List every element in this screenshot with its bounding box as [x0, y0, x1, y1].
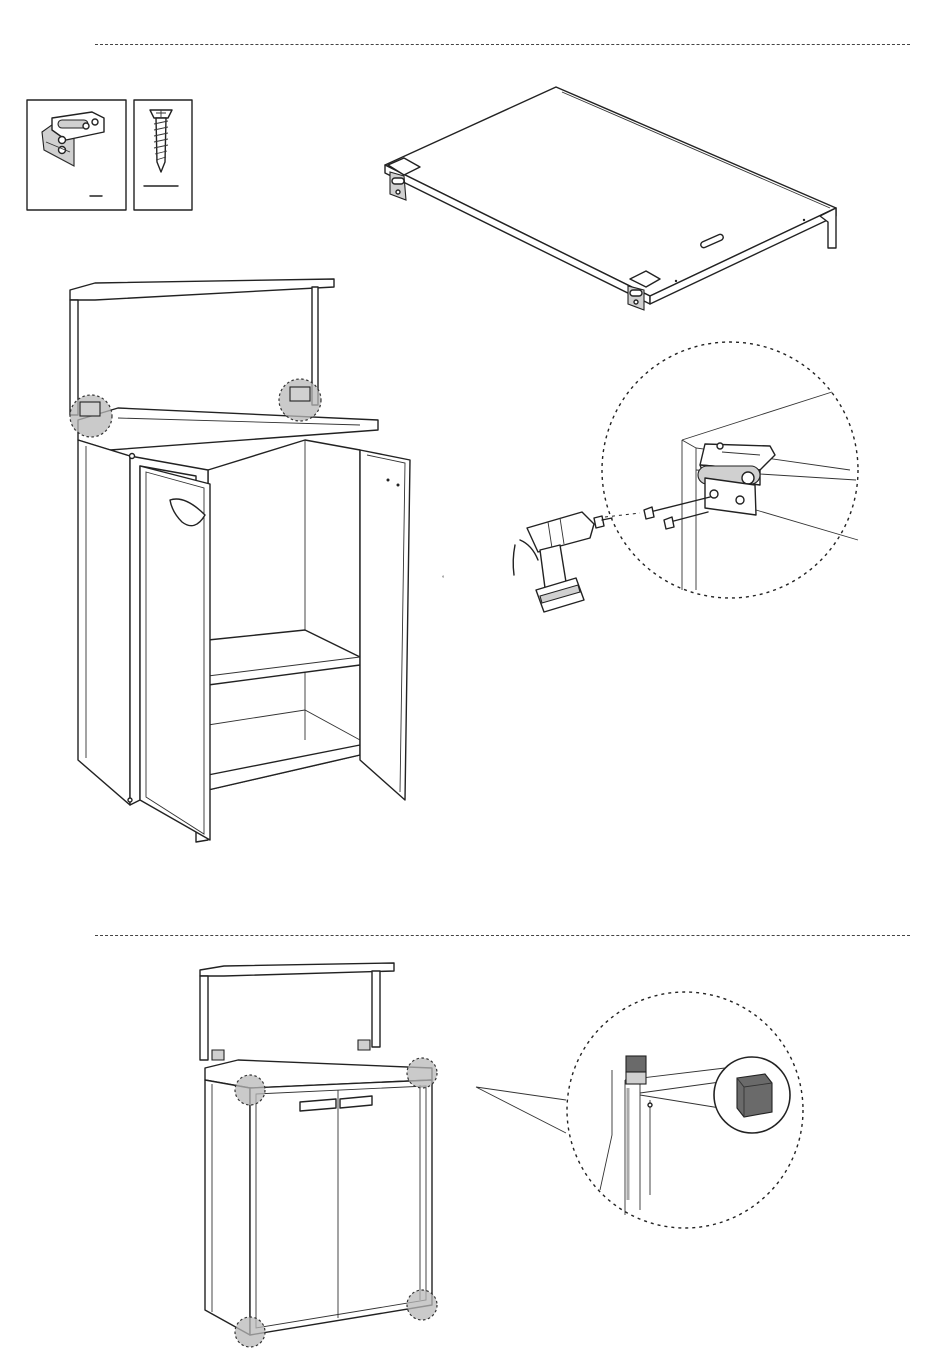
svg-text:°: ° [442, 576, 445, 582]
hinge-icon [42, 112, 104, 166]
part-box-hinge [27, 100, 126, 210]
screw-icon [150, 110, 172, 172]
bumper-icon [737, 1074, 772, 1117]
bumper-spot-top-left [235, 1075, 265, 1105]
cabinet-open-lid-illustration: ° [70, 279, 445, 842]
lid-with-hinges-illustration [385, 87, 836, 310]
part-box-screw [134, 100, 192, 210]
hinge-detail-illustration [513, 342, 858, 612]
hinge-detail-screw-1 [644, 497, 710, 519]
bumper-small [626, 1056, 646, 1072]
hinge-detail-screw-2 [664, 512, 708, 529]
bumper-spot-top-right [407, 1058, 437, 1088]
bumper-spot-bottom-right [407, 1290, 437, 1320]
corner-bumper-detail-illustration [476, 992, 803, 1228]
hinge-detail-hinge [698, 443, 775, 515]
drill-icon [513, 512, 612, 612]
bumper-spot-bottom-left [235, 1317, 265, 1347]
cabinet-closed-doors-illustration [200, 963, 437, 1347]
